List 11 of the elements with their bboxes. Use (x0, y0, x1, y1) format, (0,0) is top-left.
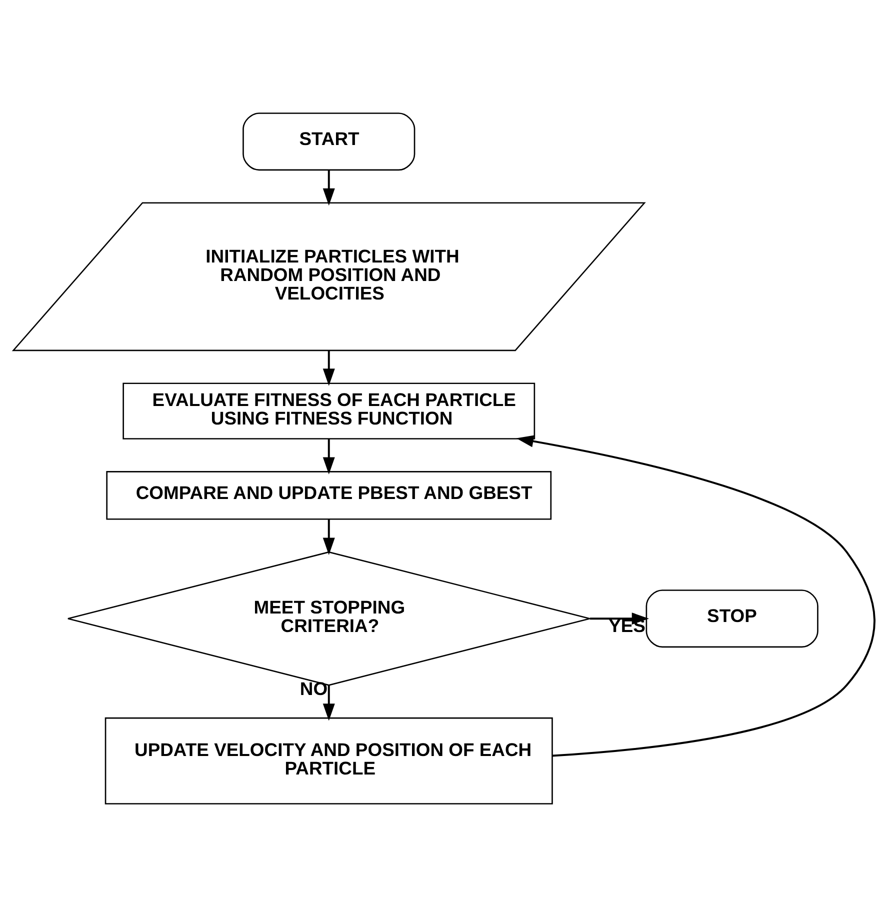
arrow (322, 170, 335, 206)
node-box: STOP (646, 590, 818, 648)
arrow (322, 439, 335, 474)
arrow (322, 350, 335, 386)
node-box: EVALUATE FITNESS OF EACH PARTICLE USING FITNESS FUNCTION (122, 382, 536, 440)
arrow (516, 435, 876, 757)
node-box: START (242, 112, 416, 171)
arrow (322, 519, 335, 555)
node-box: UPDATE VELOCITY AND POSITION OF EACH PARTICLE (104, 717, 553, 804)
node-box: COMPARE AND UPDATE PBEST AND GBEST (106, 471, 552, 520)
arrow (322, 685, 335, 721)
